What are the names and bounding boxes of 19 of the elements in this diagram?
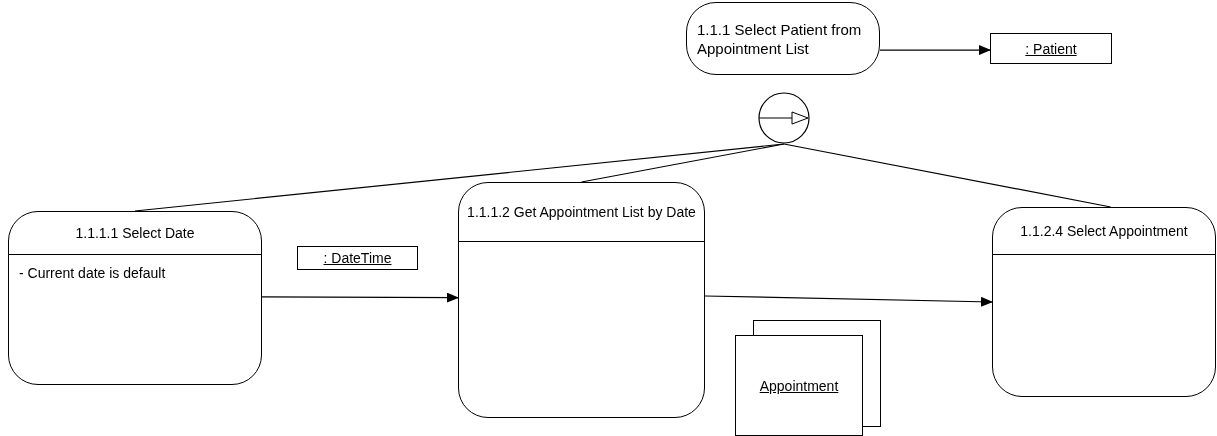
arrow: [879, 45, 991, 56]
arrow: [261, 292, 459, 303]
activity-title: 1.1.1.1 Select Date: [75, 223, 195, 243]
arrow: [704, 295, 993, 307]
object-name: Appointment: [759, 377, 839, 394]
object-name: : Patient: [1025, 40, 1077, 57]
object-box: [297, 246, 418, 270]
activity-box: [992, 207, 1216, 397]
activity-box: [458, 182, 705, 418]
activity-title: 1.1.1.2 Get Appointment List by Date: [467, 202, 696, 222]
activity-box: [8, 211, 262, 385]
sequence-operator-icon: [758, 92, 810, 144]
activity-title: 1.1.2.4 Select Appointment: [1020, 221, 1188, 241]
activity-title: 1.1.1 Select Patient from Appointment List: [697, 19, 863, 58]
object-box: [990, 33, 1112, 64]
object-name: : DateTime: [323, 250, 392, 266]
note-text: - Current date is default: [19, 265, 166, 281]
multi-object-box: [735, 320, 881, 436]
activity-box: [686, 2, 880, 75]
